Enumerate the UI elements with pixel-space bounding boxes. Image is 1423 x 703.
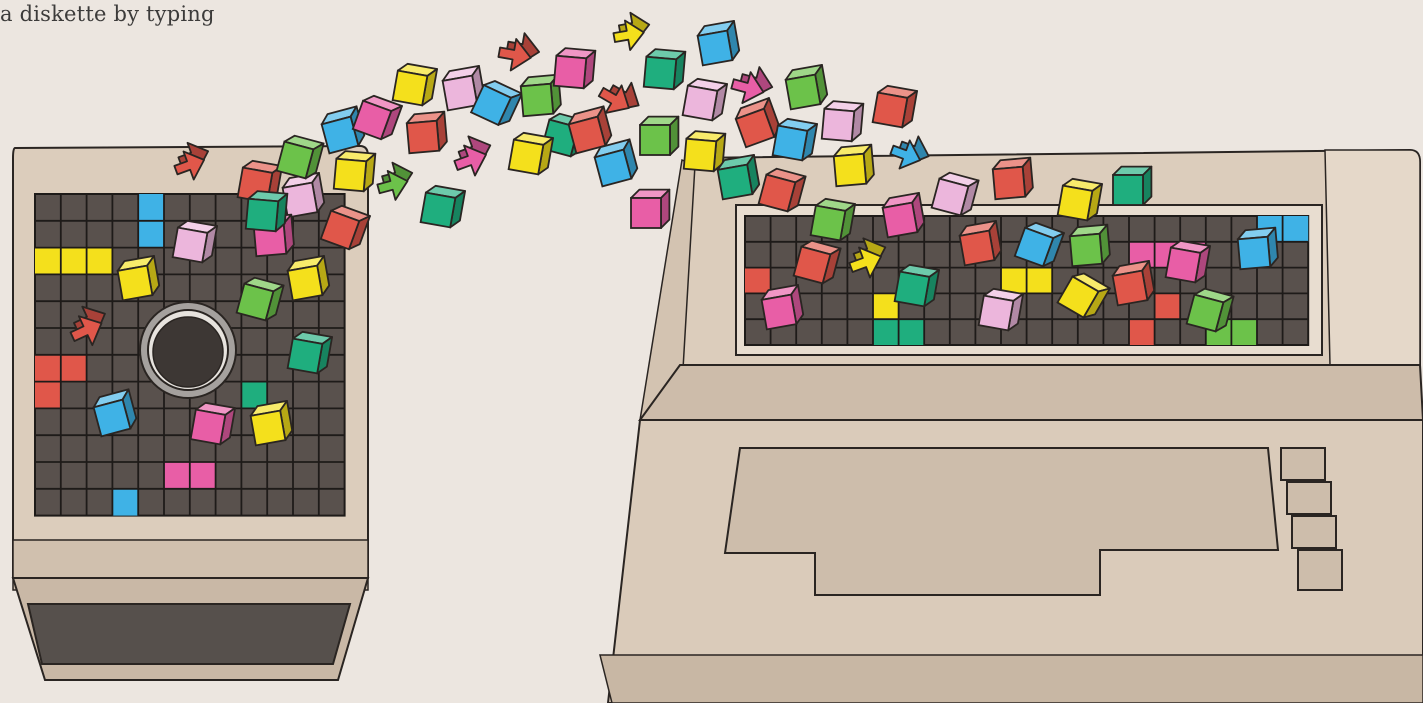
data-block xyxy=(116,256,160,300)
data-block xyxy=(958,221,1002,265)
data-block xyxy=(509,131,553,175)
data-block xyxy=(1237,228,1279,270)
data-block xyxy=(246,190,288,232)
data-block xyxy=(249,401,293,445)
data-block xyxy=(421,184,465,228)
data-arrow xyxy=(496,29,541,74)
data-block xyxy=(992,158,1034,200)
data-block xyxy=(631,190,669,228)
data-block xyxy=(873,84,917,128)
data-block xyxy=(288,330,332,374)
data-block xyxy=(683,77,727,121)
data-block xyxy=(760,285,804,329)
data-block xyxy=(716,155,760,199)
data-block xyxy=(1113,167,1151,205)
data-block xyxy=(811,197,855,241)
data-block xyxy=(1058,177,1102,221)
data-block xyxy=(644,48,686,90)
data-block xyxy=(684,130,726,172)
data-block xyxy=(895,263,939,307)
data-block xyxy=(393,62,437,106)
data-arrow xyxy=(610,10,653,53)
data-arrow xyxy=(448,130,498,180)
data-block xyxy=(881,193,925,237)
computer-terminal xyxy=(600,150,1423,703)
data-block xyxy=(191,401,235,445)
data-block xyxy=(1069,225,1111,267)
data-block xyxy=(334,150,376,192)
data-block xyxy=(1111,261,1155,305)
data-block xyxy=(773,117,817,161)
data-block xyxy=(822,100,864,142)
data-block xyxy=(784,65,828,109)
data-arrow xyxy=(373,158,418,203)
data-block xyxy=(286,256,330,300)
data-block xyxy=(1166,239,1210,283)
data-block xyxy=(173,219,217,263)
data-block xyxy=(833,145,875,187)
data-block xyxy=(554,47,596,89)
data-block xyxy=(406,112,448,154)
data-block xyxy=(696,21,740,65)
drive-hub xyxy=(140,302,236,398)
data-block xyxy=(640,117,678,155)
data-block xyxy=(979,287,1023,331)
